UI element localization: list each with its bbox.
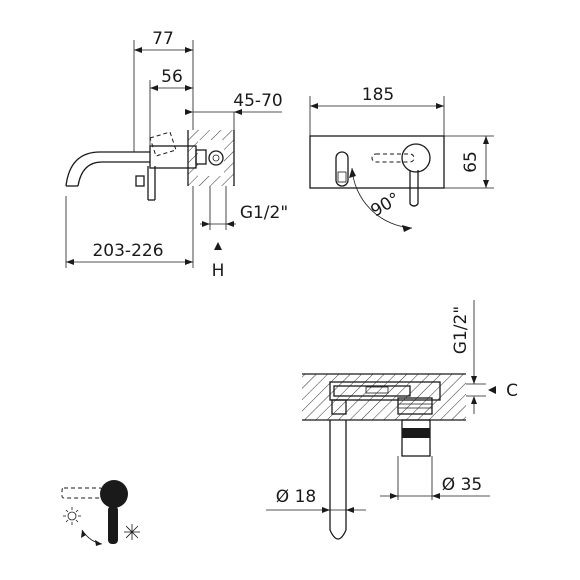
snowflake-icon [124, 524, 140, 540]
c-marker-arrow [488, 386, 496, 394]
spout-curve [65, 151, 150, 187]
dim-203-226-label: 203-226 [92, 241, 163, 261]
dim-77-label: 77 [152, 29, 174, 49]
dim-d35-label: Ø 35 [442, 475, 482, 495]
dim-d18-label: Ø 18 [276, 487, 316, 507]
operation-legend [61, 480, 140, 546]
h-label: H [212, 261, 225, 281]
dim-185-label: 185 [362, 85, 394, 105]
dim-65-label: 65 [461, 151, 481, 173]
dim-90-label: 90° [367, 189, 403, 221]
cover-plate [309, 135, 445, 189]
spout-pipe [331, 399, 347, 415]
dim-45-70-label: 45-70 [233, 91, 282, 111]
front-view: 90° 185 65 [309, 85, 494, 232]
wall-band [302, 374, 466, 420]
dim-g12-section-label: G1/2" [451, 306, 471, 354]
lever-knob-icon [100, 480, 128, 508]
side-view: 77 56 45-70 203-226 G1/2" H [65, 29, 288, 281]
dim-g12-side-label: G1/2" [240, 203, 288, 223]
dim-56-label: 56 [161, 67, 183, 87]
h-marker-arrow [214, 242, 222, 250]
connector-circle [208, 150, 224, 166]
handle-knob [401, 143, 431, 173]
section-view: G1/2" C Ø 18 Ø 35 [266, 300, 518, 540]
c-label: C [506, 381, 518, 401]
sun-icon [63, 507, 81, 525]
